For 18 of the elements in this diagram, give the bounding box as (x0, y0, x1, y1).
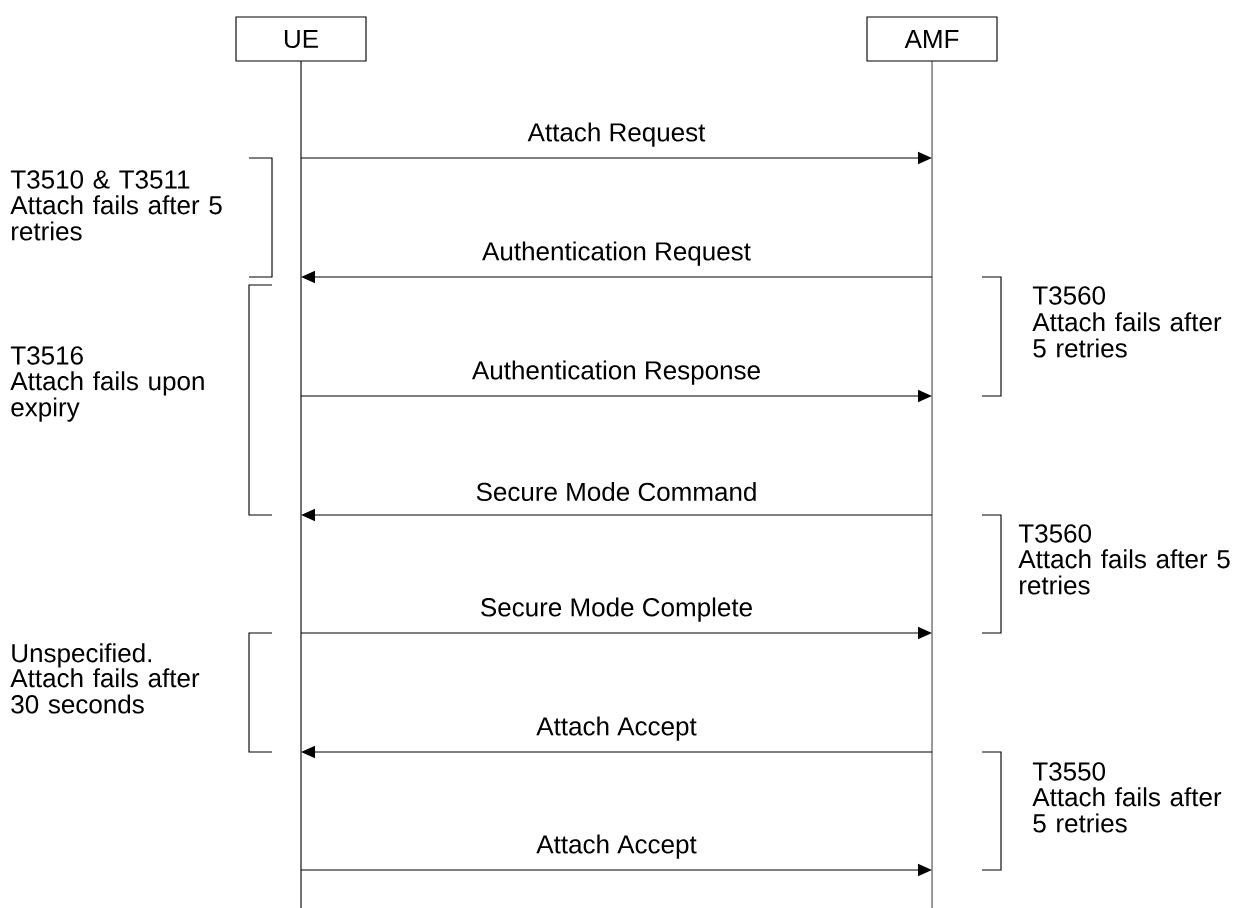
timer-note: Attach fails after 5 retries (1032, 787, 1222, 833)
timer-note: Attach fails after 30 seconds (10, 668, 200, 714)
timer-note: T3550 (1032, 762, 1105, 781)
timer-note: T3560 (1032, 286, 1105, 305)
timer-note: Attach fails after 5 retries (1032, 312, 1222, 358)
message-label: Authentication Request (482, 241, 751, 266)
message-label: Attach Request (527, 122, 706, 147)
message-label: Attach Accept (536, 716, 697, 741)
participant-box: UE (235, 16, 367, 62)
message-label: Secure Mode Complete (481, 597, 752, 622)
message-label: Secure Mode Command (476, 482, 756, 502)
timer-note: Attach fails upon expiry (10, 371, 204, 422)
timer-note: Unspecified. (12, 643, 151, 668)
message-label: Authentication Response (471, 360, 760, 385)
participant-box: AMF (866, 16, 998, 62)
message-label: Attach Accept (536, 834, 697, 859)
timer-note: T3516 (10, 346, 83, 365)
timer-note: T3510 & T3511 (10, 170, 190, 189)
